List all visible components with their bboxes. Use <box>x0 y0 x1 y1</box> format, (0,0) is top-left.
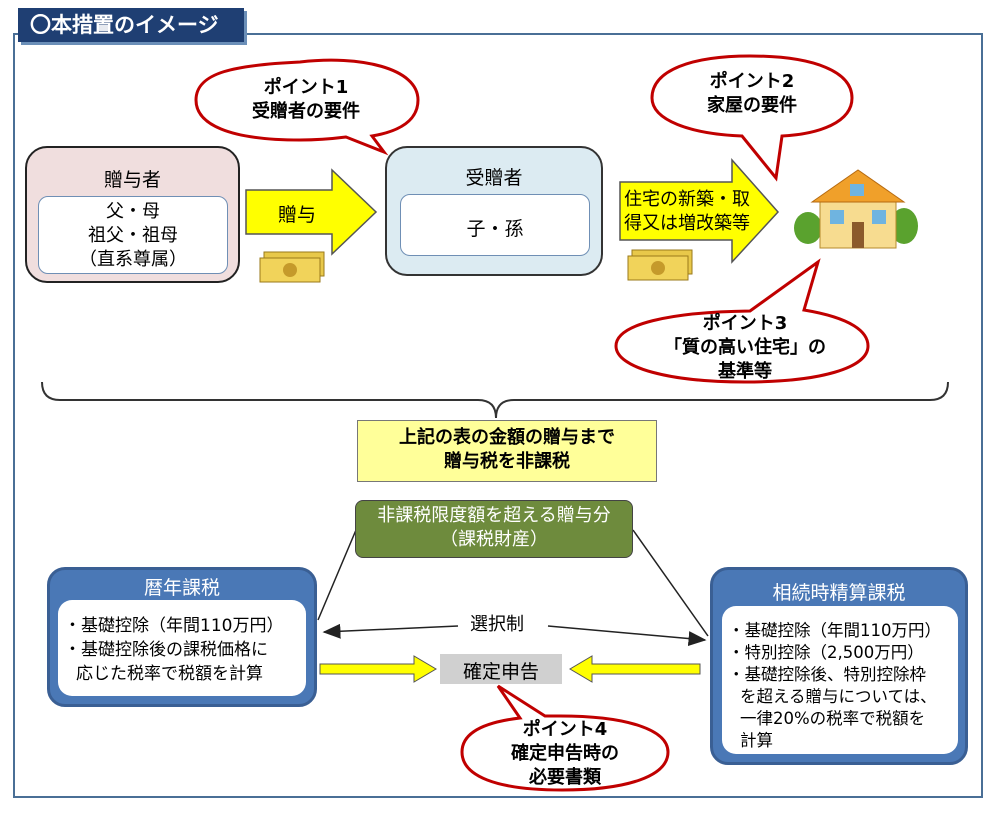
house-icon <box>794 169 918 249</box>
money-icon <box>259 251 325 283</box>
housing-label: 住宅の新築・取得又は増改築等 <box>624 189 750 234</box>
inheritance-tax-detail-box <box>722 606 958 754</box>
outer-frame <box>13 33 983 798</box>
calendar-tax-title: 暦年課税 <box>143 577 220 599</box>
point4-bubble <box>460 684 670 792</box>
point1-bubble <box>194 58 420 156</box>
giver-title: 贈与者 <box>103 169 161 191</box>
selection-label: 選択制 <box>470 614 524 635</box>
final-return-label: 確定申告 <box>462 661 539 683</box>
selection-arrow-right <box>547 625 707 647</box>
selection-arrow-left <box>322 623 459 639</box>
final-return-arrow-left <box>319 655 437 683</box>
final-return-box <box>440 654 562 684</box>
giver-detail: 父・母祖父・祖母（直系尊属） <box>79 201 187 270</box>
money-icon <box>627 249 693 281</box>
inheritance-tax-detail: ・基礎控除（年間110万円） ・特別控除（2,500万円） ・基礎控除後、特別控… <box>728 621 941 750</box>
inheritance-tax-title: 相続時精算課税 <box>772 582 906 604</box>
calendar-tax-detail-box <box>58 600 306 696</box>
page-title: 〇本措置のイメージ <box>18 8 244 42</box>
receiver-detail: 子・孫 <box>466 218 524 240</box>
excess-box <box>355 500 633 558</box>
point3-label: ポイント3「質の高い住宅」の基準等 <box>664 313 826 382</box>
housing-arrow <box>619 158 780 264</box>
connector-line <box>317 529 357 621</box>
gift-label: 贈与 <box>277 204 316 226</box>
summary-text: 上記の表の金額の贈与まで贈与税を非課税 <box>399 427 615 472</box>
connector-line <box>632 529 709 637</box>
final-return-arrow-right <box>569 655 701 683</box>
calendar-tax-detail: ・基礎控除（年間110万円） ・基礎控除後の課税価格に 応じた税率で税額を計算 <box>64 616 284 684</box>
giver-detail-box <box>38 196 228 274</box>
receiver-title: 受贈者 <box>465 167 523 189</box>
summary-brace <box>41 381 949 419</box>
point3-bubble <box>614 258 870 384</box>
point2-bubble <box>650 54 854 182</box>
receiver-detail-box <box>400 194 590 256</box>
summary-box <box>357 420 657 482</box>
gift-arrow <box>245 168 378 256</box>
excess-text: 非課税限度額を超える贈与分（課税財産） <box>377 505 611 550</box>
